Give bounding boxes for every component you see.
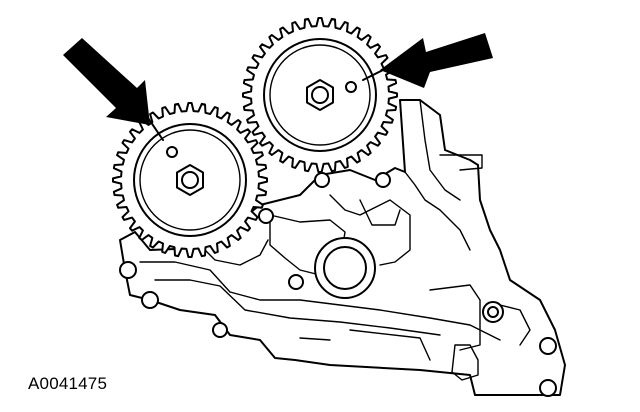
right-timing-mark (345, 81, 357, 93)
figure-id-label: A0041475 (28, 374, 108, 393)
right-sprocket-bolt (306, 79, 334, 111)
engine-housing (119, 99, 566, 396)
housing-bolt-holes (119, 172, 557, 397)
left-pointer-arrow (63, 38, 164, 141)
right-pointer-arrow (362, 33, 493, 88)
left-camshaft-sprocket (112, 102, 268, 258)
left-timing-mark (166, 146, 178, 158)
oil-seal (314, 237, 376, 299)
right-camshaft-sprocket (242, 17, 398, 173)
left-sprocket-bolt (176, 164, 204, 196)
